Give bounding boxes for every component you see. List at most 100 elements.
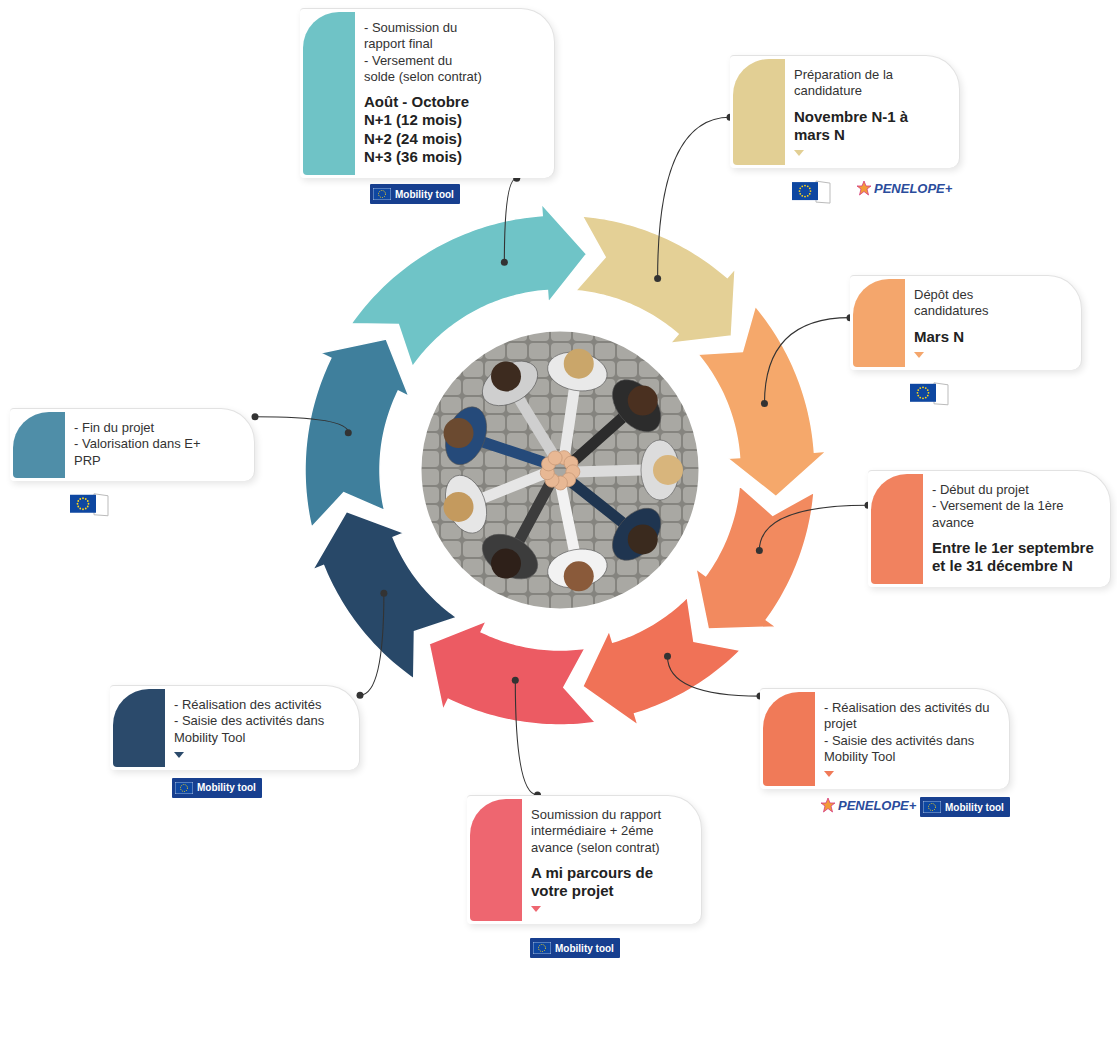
eu-flag (792, 182, 818, 200)
step-text: - Saisie des activités dans Mobility Too… (824, 733, 997, 766)
eu-stars (539, 945, 546, 952)
eu-star (925, 387, 927, 389)
body (475, 352, 546, 415)
eu-flag (373, 188, 391, 200)
eu-flag (910, 384, 936, 402)
arm (483, 473, 546, 498)
step-date: A mi parcours de votre projet (531, 864, 683, 901)
eu-star (79, 498, 81, 500)
eu-star (82, 497, 84, 499)
logo-icon (923, 801, 941, 813)
arm (483, 442, 548, 463)
body (438, 470, 494, 539)
mobility-tool-logo: Mobility tool (172, 778, 262, 798)
triangle-marker (531, 906, 541, 912)
eu-star (804, 196, 806, 198)
eu-star (917, 395, 919, 397)
color-tab (113, 689, 165, 767)
arm (569, 480, 622, 522)
team-photo (420, 330, 700, 610)
step-card: Préparation de la candidatureNovembre N-… (730, 55, 960, 168)
step-card: Soumission du rapport intermédiaire + 2é… (467, 795, 702, 924)
eu-star (809, 193, 811, 195)
leader-dot (357, 692, 364, 699)
step-card: - Réalisation des activités du projet- S… (760, 688, 1010, 789)
leader-line (515, 680, 537, 795)
logo-text: Mobility tool (945, 802, 1004, 813)
text-column: - Réalisation des activités- Saisie des … (174, 697, 326, 758)
step-card: - Début du projet- Versement de la 1ère … (868, 470, 1111, 587)
leader-line (759, 505, 868, 550)
eu-star (801, 195, 803, 197)
step-date: N+3 (36 mois) (364, 148, 484, 166)
color-tab (853, 279, 905, 367)
logo-page (94, 494, 108, 516)
cycle-arrow (698, 306, 826, 496)
eu-logo (70, 494, 108, 516)
eu-star (922, 397, 924, 399)
eu-star (919, 397, 921, 399)
eu-star (804, 185, 806, 187)
eu-stars (929, 804, 936, 811)
logo-icon (175, 782, 193, 794)
eu-star (77, 506, 79, 508)
body (545, 348, 611, 396)
eu-flag (923, 801, 941, 813)
text-column: - Début du projet- Versement de la 1ère … (932, 482, 1098, 575)
color-tab (763, 692, 815, 786)
step-text: - Début du projet (932, 482, 1098, 498)
cycle-arrow (576, 216, 735, 343)
cycle-arrow (305, 339, 409, 527)
eu-star (925, 397, 927, 399)
leader-dot (664, 653, 671, 660)
eu-star (799, 190, 801, 192)
leader-line (360, 593, 384, 695)
head (653, 455, 683, 485)
eu-star (799, 187, 801, 189)
head (491, 361, 521, 391)
step-date: N+2 (24 mois) (364, 130, 484, 148)
step-text: - Réalisation des activités du projet (824, 700, 997, 733)
arm (572, 417, 623, 462)
leader-dot (512, 677, 519, 684)
mobility-tool-logo: Mobility tool (530, 938, 620, 958)
leader-line (255, 417, 348, 433)
head (564, 349, 594, 379)
bodies (438, 348, 679, 593)
leader-dot (345, 429, 352, 436)
cycle-arrow (429, 621, 595, 725)
eu-star (88, 503, 90, 505)
step-date: N+1 (12 mois) (364, 111, 484, 129)
eu-star (87, 500, 89, 502)
mobility-tool-logo: Mobility tool (920, 797, 1010, 817)
eu-star (919, 387, 921, 389)
logo-text: PENELOPE+ (838, 798, 916, 813)
step-text: - Fin du projet (74, 420, 216, 436)
text-column: Préparation de la candidatureNovembre N-… (794, 67, 916, 156)
leader-line (668, 656, 761, 696)
triangle-marker (914, 352, 924, 358)
arm (560, 484, 574, 551)
step-date: Entre le 1er septembre et le 31 décembre… (932, 539, 1098, 576)
head (491, 549, 521, 579)
eu-star (77, 500, 79, 502)
text-column: - Soumission du rapport final- Versement… (364, 20, 484, 166)
triangle-marker (174, 752, 184, 758)
step-card: - Fin du projet- Valorisation dans E+ PR… (10, 408, 255, 481)
logo-text: Mobility tool (197, 782, 256, 793)
step-text: - Valorisation dans E+ PRP (74, 436, 216, 469)
hand (548, 451, 562, 465)
logo-text: Mobility tool (555, 943, 614, 954)
photo-frame (420, 330, 700, 610)
eu-logo (910, 383, 948, 405)
head (564, 561, 594, 591)
logo-icon (373, 188, 391, 200)
leader-line (658, 117, 730, 278)
logo-icon (820, 797, 836, 813)
step-text: - Versement de la 1ère avance (932, 498, 1098, 531)
color-tab (303, 12, 355, 175)
triangle-marker (794, 150, 804, 156)
leader-dot (654, 275, 661, 282)
hands (540, 451, 580, 490)
